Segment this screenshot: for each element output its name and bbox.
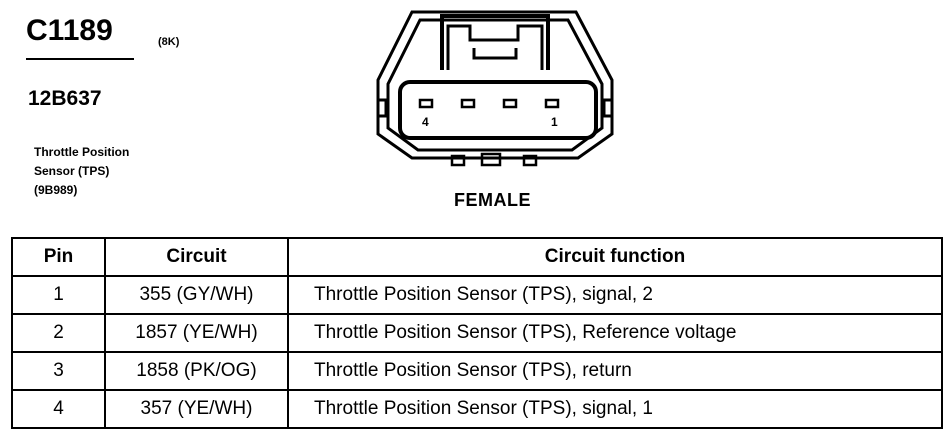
part-number: 12B637	[28, 87, 102, 110]
pin-cell: 4	[11, 389, 106, 429]
pin-cell: 2	[11, 313, 106, 353]
function-cell: Throttle Position Sensor (TPS), Referenc…	[287, 313, 943, 353]
header-circuit: Circuit	[104, 237, 289, 277]
description-line: Throttle Position	[34, 145, 130, 159]
connector-gender: FEMALE	[454, 190, 531, 210]
circuit-cell: 1858 (PK/OG)	[104, 351, 289, 391]
table-row: 1 355 (GY/WH) Throttle Position Sensor (…	[11, 275, 943, 315]
title-underline	[26, 58, 134, 60]
pin-cavity-block	[398, 80, 598, 140]
pin-4	[418, 98, 434, 109]
table-row: 2 1857 (YE/WH) Throttle Position Sensor …	[11, 313, 943, 353]
function-cell: Throttle Position Sensor (TPS), return	[287, 351, 943, 391]
locking-tab	[440, 14, 550, 70]
connector-face-drawing: 4 1	[376, 10, 614, 167]
table-row: 3 1858 (PK/OG) Throttle Position Sensor …	[11, 351, 943, 391]
connector-description: Throttle Position Sensor (TPS) (9B989)	[34, 143, 129, 200]
header-circuit-function: Circuit function	[287, 237, 943, 277]
connector-code: C1189	[26, 14, 113, 47]
pin-1	[544, 98, 560, 109]
bottom-key	[480, 152, 502, 167]
table-row: 4 357 (YE/WH) Throttle Position Sensor (…	[11, 389, 943, 429]
pin-3	[460, 98, 476, 109]
circuit-cell: 1857 (YE/WH)	[104, 313, 289, 353]
pin-label-4: 4	[422, 115, 429, 129]
connector-code-note: (8K)	[158, 36, 180, 48]
locking-tab-inner	[446, 24, 544, 70]
function-cell: Throttle Position Sensor (TPS), signal, …	[287, 275, 943, 315]
circuit-cell: 357 (YE/WH)	[104, 389, 289, 429]
table-header-row: Pin Circuit Circuit function	[11, 237, 943, 277]
pin-cell: 1	[11, 275, 106, 315]
connector-inner-shell	[386, 18, 604, 152]
pin-label-1: 1	[551, 115, 558, 129]
description-line: Sensor (TPS)	[34, 164, 110, 178]
pin-cell: 3	[11, 351, 106, 391]
bottom-key	[522, 154, 538, 167]
left-notch	[378, 98, 388, 118]
description-line: (9B989)	[34, 183, 78, 197]
locking-tab-slot	[472, 48, 518, 60]
header-pin: Pin	[11, 237, 106, 277]
pin-2	[502, 98, 518, 109]
circuit-cell: 355 (GY/WH)	[104, 275, 289, 315]
bottom-key	[450, 154, 466, 167]
pinout-table: Pin Circuit Circuit function 1 355 (GY/W…	[11, 237, 943, 429]
function-cell: Throttle Position Sensor (TPS), signal, …	[287, 389, 943, 429]
right-notch	[602, 98, 612, 118]
connector-outer-shell	[376, 10, 614, 160]
